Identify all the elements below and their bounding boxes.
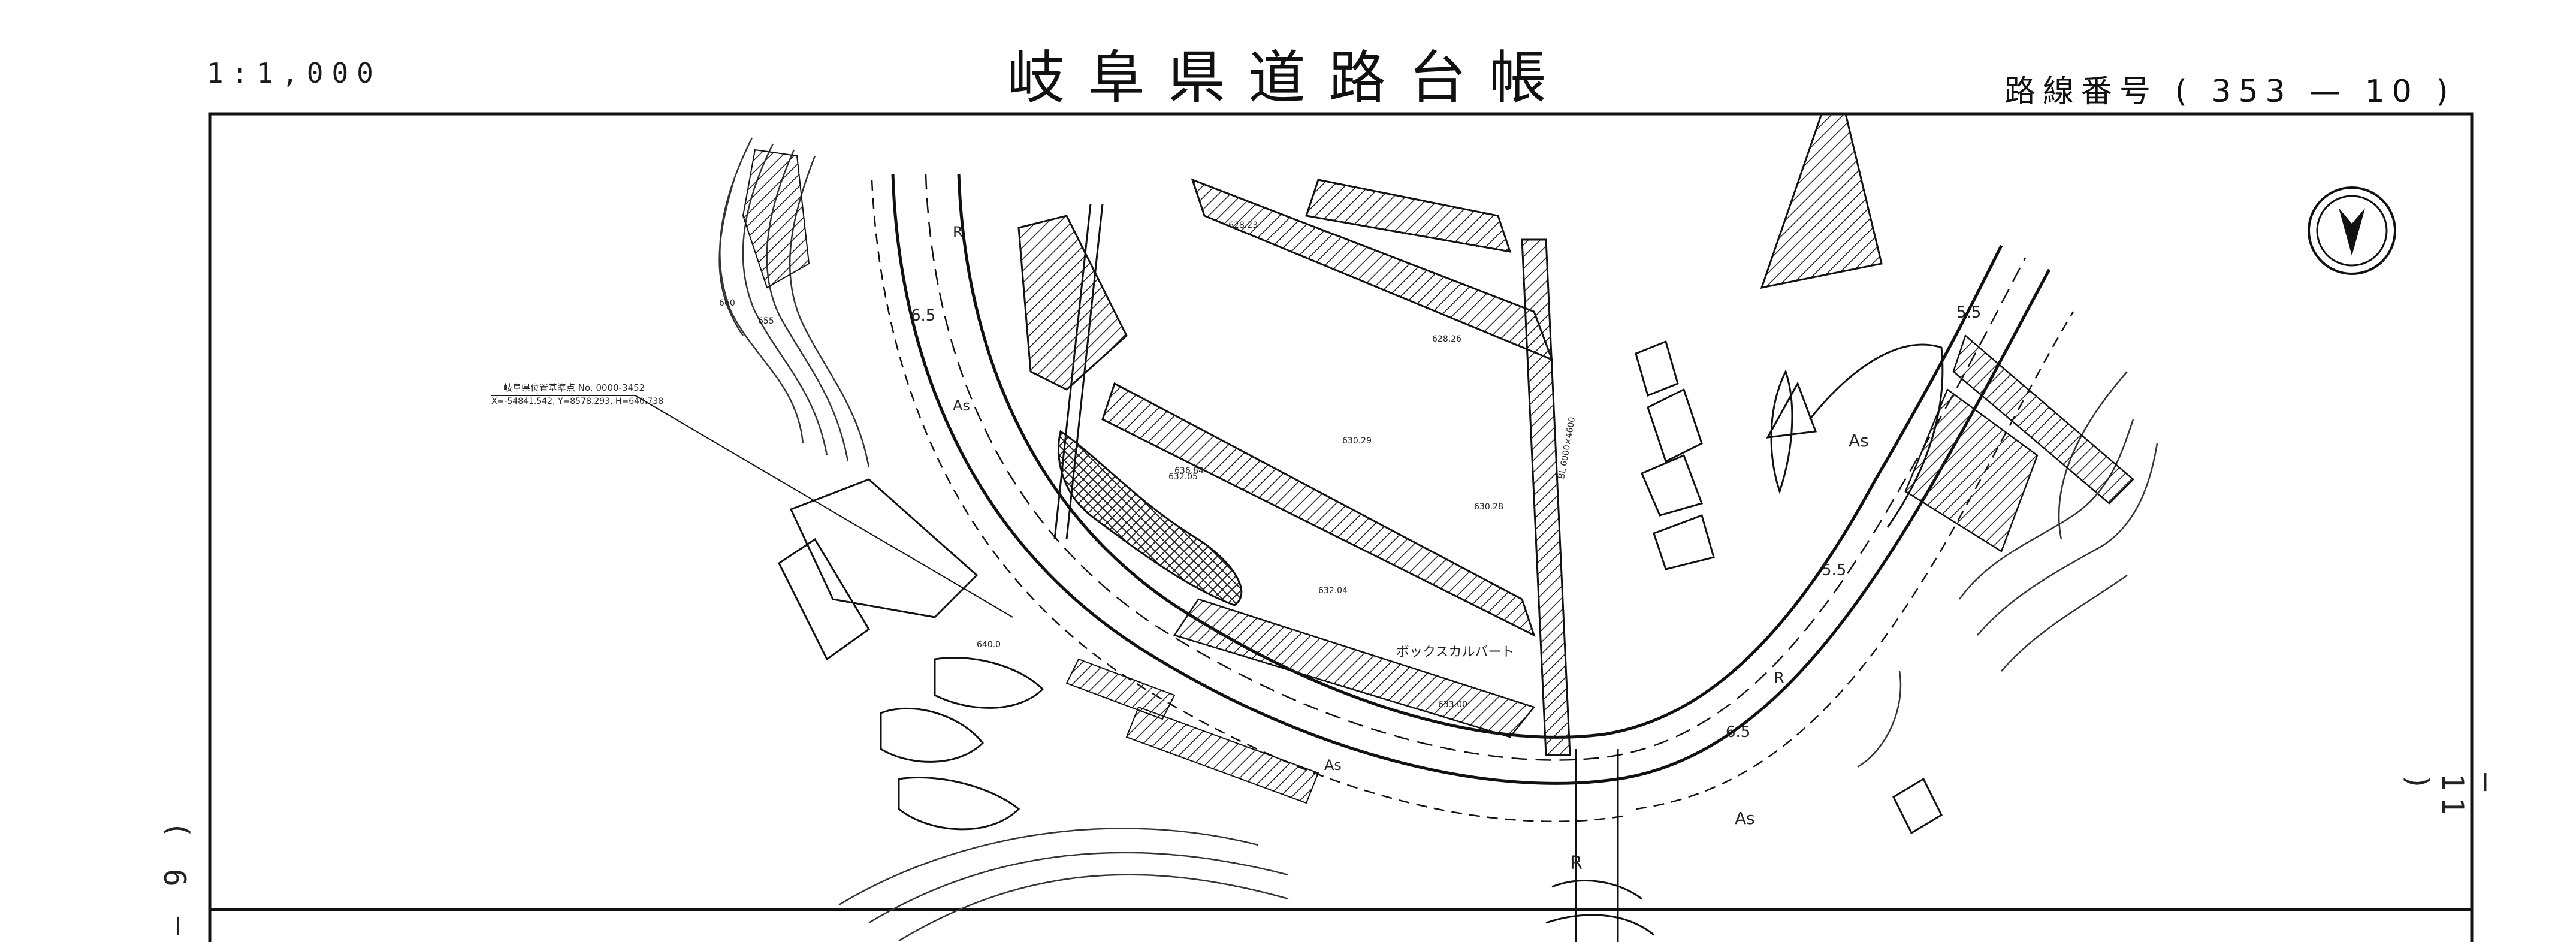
structures bbox=[778, 340, 1944, 835]
route-number-value: ( 353 — 10 ) bbox=[2175, 74, 2456, 110]
pavement-label: As bbox=[1324, 757, 1342, 774]
elevation-label: 628.23 bbox=[1228, 221, 1258, 230]
road-width-label: 5.5 bbox=[1956, 304, 1981, 322]
map-labels: 6.5 As R As As As 6.5 5.5 5.5 R R ボックスカル… bbox=[719, 221, 1981, 874]
culvert-note-label: BL 6000×4600 bbox=[1557, 416, 1577, 480]
pavement-label: As bbox=[953, 397, 970, 414]
radius-label: R bbox=[1774, 669, 1784, 687]
contour-lines bbox=[718, 137, 2158, 942]
radius-label: R bbox=[1570, 853, 1583, 874]
benchmark-coordinates: X=-54841.542, Y=8578.293, H=640.738 bbox=[491, 397, 663, 406]
north-arrow-icon bbox=[2308, 186, 2396, 275]
elevation-label: 630.29 bbox=[1342, 436, 1372, 446]
route-number-label: 路線番号 bbox=[2004, 74, 2158, 110]
bridge-crossing bbox=[1545, 749, 1654, 942]
pavement-label: As bbox=[1735, 808, 1755, 828]
elevation-label: 636.84 bbox=[1174, 466, 1204, 476]
elevation-label: 628.26 bbox=[1432, 334, 1461, 344]
radius-label: R bbox=[953, 224, 963, 240]
map-scale: 1:1,000 bbox=[207, 57, 382, 89]
road-width-label: 6.5 bbox=[911, 307, 935, 325]
elevation-label: 632.04 bbox=[1318, 586, 1348, 596]
route-number: 路線番号 ( 353 — 10 ) bbox=[2004, 66, 2456, 111]
contour-label: 660 bbox=[719, 298, 735, 308]
benchmark-name: 岐阜県位置基準点 No. 0000-3452 bbox=[503, 382, 645, 393]
sheet-frame bbox=[208, 112, 2474, 942]
elevation-label: 633.00 bbox=[1438, 700, 1467, 709]
elevation-label: 630.28 bbox=[1474, 502, 1503, 512]
embankment-hatching bbox=[742, 114, 2134, 804]
elevation-label: 632.05 bbox=[1168, 472, 1198, 482]
elevation-label: 640.0 bbox=[977, 640, 1001, 650]
road-width-label: 5.5 bbox=[1822, 561, 1846, 579]
channel-area bbox=[1053, 203, 1243, 606]
benchmark-callout: 岐阜県位置基準点 No. 0000-3452 X=-54841.542, Y=8… bbox=[491, 382, 1013, 618]
sheet-title: 岐阜県道路台帳 bbox=[1007, 44, 1569, 111]
road-width-label: 6.5 bbox=[1726, 723, 1750, 741]
box-culvert-label: ボックスカルバート bbox=[1396, 645, 1514, 660]
pavement-label: As bbox=[1849, 431, 1869, 451]
contour-label: 655 bbox=[758, 316, 774, 326]
